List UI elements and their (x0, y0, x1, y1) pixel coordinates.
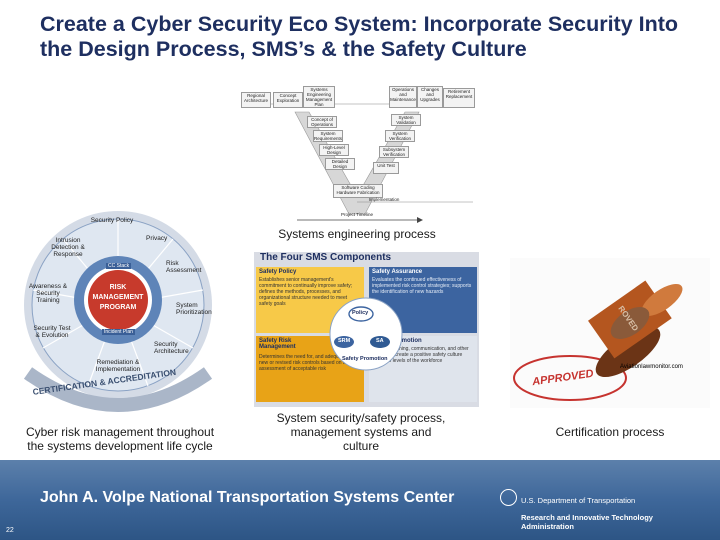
quadrant-body: Evaluates the continued effectiveness of… (372, 277, 472, 295)
wheel-center-line-2: MANAGEMENT (92, 294, 144, 301)
wheel-segment-label: Security Architecture (154, 341, 189, 355)
sms-caption: System security/safety process, manageme… (276, 411, 446, 453)
approved-stamp-photo: APPROVED ROVED (510, 258, 710, 408)
v-box: Detailed Design (325, 158, 355, 170)
footer-dot-line2: Research and Innovative Technology Admin… (521, 513, 653, 531)
wheel-segment-label: System Prioritization (176, 302, 212, 316)
v-box: Unit Test (373, 162, 399, 174)
v-box: System Validation (391, 114, 421, 126)
sms-quadrant-risk: Safety Risk Management Determines the ne… (256, 336, 364, 402)
footer-dot-line1: U.S. Department of Transportation (521, 496, 636, 505)
v-box: System Requirements (313, 130, 343, 142)
risk-management-wheel: RISK MANAGEMENT PROGRAM CC Stack Inciden… (18, 205, 218, 415)
quadrant-title: Safety Risk Management (259, 338, 296, 350)
dot-logo-icon (500, 489, 517, 506)
footer-org-name: John A. Volpe National Transportation Sy… (40, 489, 455, 506)
sms-components-panel: The Four SMS Components Safety Policy Es… (254, 252, 479, 407)
footer-bar (0, 460, 720, 540)
wheel-segment-label: Awareness & Security Training (28, 283, 68, 304)
v-box: Concept of Operations (307, 116, 337, 128)
wheel-segment-label: Security Test & Evolution (33, 325, 71, 339)
quadrant-body: Determines the need for, and adequacy of… (259, 354, 354, 372)
v-diagram-caption: Systems engineering process (278, 227, 436, 241)
quadrant-title: Safety Assurance (372, 269, 423, 275)
v-box: High-Level Design (319, 144, 349, 156)
wheel-center-line-3: PROGRAM (99, 304, 137, 311)
v-box: Systems Engineering Management Plan (303, 86, 335, 108)
v-box: Concept Exploration (273, 92, 303, 108)
systems-engineering-v-diagram: Regional Architecture Concept Exploratio… (237, 84, 477, 224)
quadrant-body: Establishes senior management's commitme… (259, 277, 353, 307)
image-source-credit: Aviationlawmonitor.com (620, 364, 683, 370)
wheel-segment-label: Remediation & Implementation (95, 359, 141, 373)
wheel-center-line-1: RISK (109, 284, 127, 291)
v-box: System Verification (385, 130, 415, 142)
v-box: Implementation (368, 197, 400, 202)
wheel-caption: Cyber risk management throughout the sys… (25, 425, 215, 453)
v-box: Regional Architecture (241, 92, 271, 108)
wheel-segment-label: Security Policy (90, 217, 134, 224)
v-box: Subsystem Verification (379, 146, 409, 158)
sms-center-policy: Policy (352, 310, 369, 316)
wheel-segment-label: Intrusion Detection & Response (51, 237, 85, 258)
v-box: Changes and Upgrades (417, 86, 443, 108)
v-box: Operations and Maintenance (389, 86, 417, 108)
wheel-segment-label: Risk Assessment (166, 260, 202, 274)
v-box: Project Timeline (340, 212, 373, 217)
slide-title: Create a Cyber Security Eco System: Inco… (40, 12, 679, 61)
v-box: Software Coding Hardware Fabrication (333, 184, 383, 198)
quadrant-body: Includes training, communication, and ot… (372, 346, 469, 364)
sms-heading: The Four SMS Components (260, 252, 392, 263)
sms-center-promotion: Safety Promotion (342, 356, 388, 362)
page-number: 22 (6, 527, 14, 534)
v-box: Retirement Replacement (443, 88, 475, 108)
sms-center-sa: SA (376, 338, 384, 344)
wheel-segment-label: Privacy (146, 235, 168, 242)
quadrant-title: Safety Policy (259, 269, 297, 275)
stamp-caption: Certification process (555, 425, 665, 439)
wheel-badge-incident: Incident Plan (102, 329, 135, 335)
sms-center-srm: SRM (338, 338, 351, 344)
wheel-badge-cc-stack: CC Stack (106, 263, 132, 269)
